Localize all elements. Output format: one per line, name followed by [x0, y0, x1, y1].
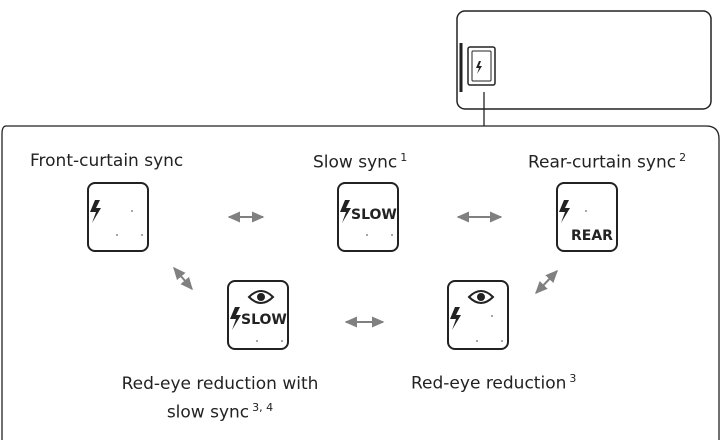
- eye-icon: [247, 290, 275, 304]
- rear-curtain-note: 2: [679, 151, 687, 164]
- slow-icon-text: SLOW: [351, 207, 397, 223]
- front-curtain-text: Front-curtain sync: [30, 151, 184, 171]
- arrow-front-redeye-slow: [173, 266, 193, 291]
- arrow-redeye-rear: [535, 269, 558, 295]
- label-front-curtain: Front-curtain sync: [30, 151, 183, 171]
- flash-redeye-slow-icon: SLOW: [227, 280, 289, 350]
- slow-sync-text: Slow sync: [313, 152, 398, 173]
- rear-icon-text: REAR: [571, 228, 613, 244]
- flash-slow-sync-icon: SLOW: [337, 182, 399, 252]
- redeye-slow-note: 3, 4: [252, 401, 274, 414]
- redeye-slow-text-line1: Red-eye reduction with: [121, 374, 319, 394]
- mode-panel-frame: [1, 125, 720, 440]
- eye-icon: [467, 290, 495, 304]
- screen-flash-icon: [459, 43, 496, 92]
- redeye-slow-icon-text: SLOW: [241, 312, 287, 328]
- redeye-text: Red-eye reduction: [411, 373, 567, 394]
- redeye-note: 3: [569, 372, 577, 385]
- rear-curtain-text: Rear-curtain sync: [528, 152, 677, 173]
- flash-rear-curtain-icon: REAR: [556, 182, 618, 252]
- camera-screen: [456, 10, 712, 110]
- slow-sync-note: 1: [400, 151, 408, 164]
- redeye-slow-text-line2: slow sync: [166, 402, 250, 423]
- flash-redeye-icon: [447, 280, 509, 350]
- flash-front-curtain-icon: [87, 182, 149, 252]
